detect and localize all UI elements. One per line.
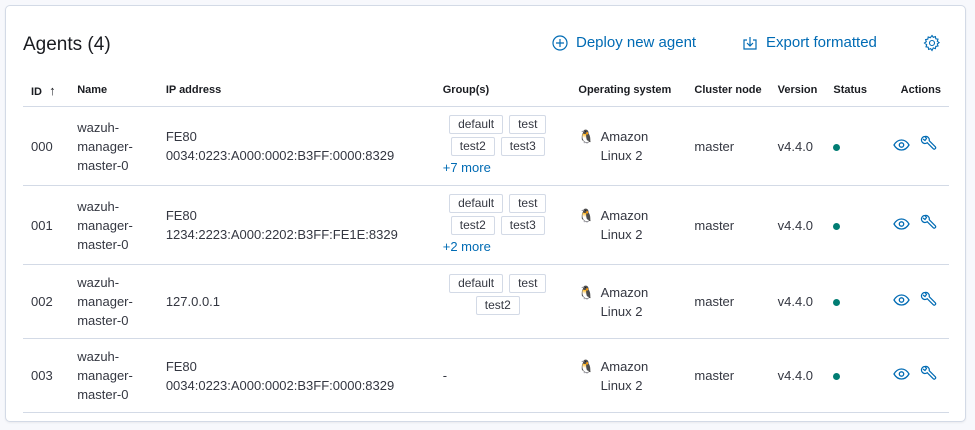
agent-status xyxy=(825,106,885,186)
group-badge[interactable]: test xyxy=(509,115,547,134)
agents-table: ID ↑ Name IP address Group(s) Operating … xyxy=(23,74,949,413)
status-active-dot xyxy=(833,299,841,306)
column-header-id[interactable]: ID ↑ xyxy=(23,74,70,107)
wrench-icon[interactable] xyxy=(920,291,937,313)
eye-icon[interactable] xyxy=(893,366,910,385)
agent-version: v4.4.0 xyxy=(769,338,826,413)
group-badge[interactable]: default xyxy=(449,194,504,213)
group-badge[interactable]: test2 xyxy=(450,216,495,235)
more-groups-link[interactable]: +7 more xyxy=(442,160,491,175)
agent-ip: FE80 1234:2223:A000:2202:B3FF:FE1E:8329 xyxy=(157,185,435,265)
group-badge[interactable]: test2 xyxy=(450,137,495,156)
page-title: Agents (4) xyxy=(23,34,111,55)
agent-id: 002 xyxy=(23,264,70,339)
agent-name: wazuh-manager-master-0 xyxy=(69,185,158,265)
table-row[interactable]: 001 wazuh-manager-master-0 FE80 1234:222… xyxy=(23,185,949,265)
export-label: Export formatted xyxy=(766,34,877,51)
table-header-row: ID ↑ Name IP address Group(s) Operating … xyxy=(23,74,949,107)
agent-cluster-node: master xyxy=(686,106,770,186)
eye-icon[interactable] xyxy=(893,216,910,235)
agent-status xyxy=(825,338,885,413)
agent-name: wazuh-manager-master-0 xyxy=(69,338,158,413)
eye-icon[interactable] xyxy=(893,137,910,156)
column-header-actions: Actions xyxy=(885,74,949,107)
group-badge[interactable]: test xyxy=(509,274,547,293)
gear-icon[interactable] xyxy=(923,34,941,57)
plus-circle-icon xyxy=(552,34,568,51)
wrench-icon[interactable] xyxy=(920,135,937,157)
column-header-name[interactable]: Name xyxy=(69,74,158,107)
export-icon xyxy=(742,35,758,51)
wrench-icon[interactable] xyxy=(920,365,937,387)
agent-id: 000 xyxy=(23,106,70,186)
column-header-version[interactable]: Version xyxy=(769,74,826,107)
agent-name: wazuh-manager-master-0 xyxy=(69,264,158,339)
deploy-label: Deploy new agent xyxy=(576,34,697,51)
column-header-ip[interactable]: IP address xyxy=(157,74,435,107)
agent-cluster-node: master xyxy=(686,264,770,339)
table-row[interactable]: 000 wazuh-manager-master-0 FE80 0034:022… xyxy=(23,106,949,186)
linux-icon: 🐧 xyxy=(578,129,595,144)
linux-icon: 🐧 xyxy=(578,284,595,300)
agent-id: 001 xyxy=(23,185,70,265)
agent-cluster-node: master xyxy=(686,338,770,413)
agent-ip: FE80 0034:0223:A000:0002:B3FF:0000:8329 xyxy=(157,106,435,186)
column-header-os[interactable]: Operating system xyxy=(570,74,687,107)
agent-groups: - xyxy=(434,338,571,413)
group-badge[interactable]: default xyxy=(449,115,504,134)
linux-icon: 🐧 xyxy=(578,358,595,374)
column-header-status[interactable]: Status xyxy=(825,74,885,107)
column-header-cluster-node[interactable]: Cluster node xyxy=(686,74,770,107)
agent-groups: default test test2 xyxy=(434,264,571,339)
agent-status xyxy=(825,185,885,265)
wrench-icon[interactable] xyxy=(920,214,937,236)
agent-cluster-node: master xyxy=(686,185,770,265)
agent-name: wazuh-manager-master-0 xyxy=(69,106,158,186)
group-badge[interactable]: default xyxy=(449,274,504,293)
agent-groups: default test test2 test3 +2 more xyxy=(434,185,571,265)
status-active-dot xyxy=(833,222,841,230)
agent-id: 003 xyxy=(23,338,70,413)
more-groups-link[interactable]: +2 more xyxy=(442,239,491,254)
agent-version: v4.4.0 xyxy=(769,106,826,186)
export-formatted-button[interactable]: Export formatted xyxy=(742,34,877,51)
group-badge[interactable]: test3 xyxy=(500,137,545,156)
agents-panel: Agents (4) Deploy new agent Export forma… xyxy=(5,5,966,422)
group-badge[interactable]: test xyxy=(509,194,547,213)
agent-groups: default test test2 test3 +7 more xyxy=(434,106,571,186)
status-active-dot xyxy=(833,143,841,151)
group-badge[interactable]: test3 xyxy=(500,216,545,235)
linux-icon: 🐧 xyxy=(578,208,595,223)
eye-icon[interactable] xyxy=(893,292,910,311)
agent-status xyxy=(825,264,885,339)
agent-ip: FE80 0034:0223:A000:0002:B3FF:0000:8329 xyxy=(157,338,435,413)
column-header-groups[interactable]: Group(s) xyxy=(434,74,571,107)
group-badge[interactable]: test2 xyxy=(475,296,520,315)
agent-version: v4.4.0 xyxy=(769,264,826,339)
status-active-dot xyxy=(833,373,841,380)
arrow-up-icon: ↑ xyxy=(49,82,56,98)
agent-ip: 127.0.0.1 xyxy=(157,264,435,339)
table-row[interactable]: 003 wazuh-manager-master-0 FE80 0034:022… xyxy=(23,338,949,413)
agent-version: v4.4.0 xyxy=(769,185,826,265)
deploy-new-agent-button[interactable]: Deploy new agent xyxy=(552,34,696,51)
table-row[interactable]: 002 wazuh-manager-master-0 127.0.0.1 def… xyxy=(23,264,949,339)
